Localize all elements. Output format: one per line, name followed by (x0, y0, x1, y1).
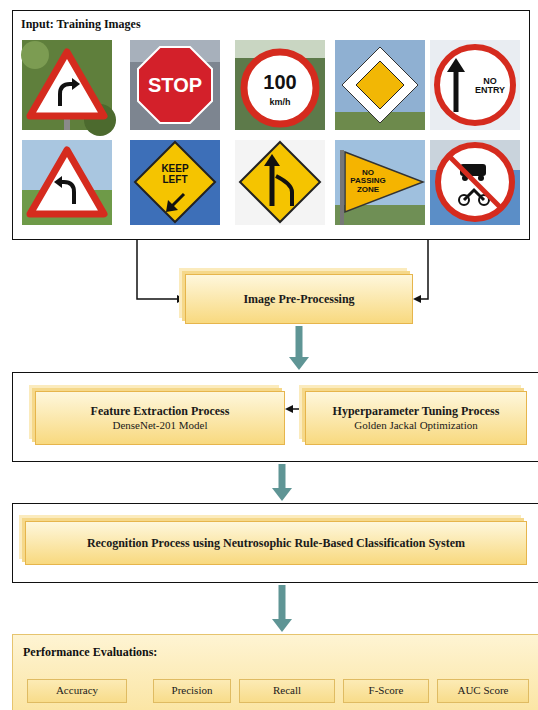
photo-sky (130, 140, 220, 225)
priority-diamond (342, 47, 418, 123)
connector (272, 464, 292, 501)
box-title: Accuracy (56, 684, 98, 698)
arrow-head (413, 295, 421, 303)
input-frame: Input: Training Images (12, 10, 530, 240)
connector (413, 240, 428, 303)
speed-sign (244, 52, 316, 124)
box-title: AUC Score (457, 684, 508, 698)
section-heading: Input: Training Images (21, 17, 141, 31)
sign-text: km/h (260, 98, 300, 107)
arrow-head (177, 295, 185, 303)
photo-sky (22, 140, 112, 225)
metric-box: F-Score (343, 679, 429, 703)
no-vehicles-ring (438, 145, 512, 219)
box-subtitle: DenseNet-201 Model (112, 419, 207, 433)
priority-diamond-core (356, 61, 404, 109)
connector-line (421, 240, 428, 299)
box-title: Recall (273, 684, 301, 698)
stage-frame: Recognition Process using Neutrosophic R… (12, 503, 538, 583)
merge-lane (270, 164, 275, 206)
arrow-head (289, 357, 309, 370)
warning-triangle (30, 52, 104, 116)
box-subtitle: Golden Jackal Optimization (354, 419, 477, 433)
photo-sky (430, 140, 520, 225)
photo-sky (335, 140, 425, 225)
warning-triangle (30, 150, 104, 214)
merge-lane (276, 176, 292, 206)
arrow-head (272, 488, 292, 501)
stop-octagon (138, 47, 212, 123)
sign-text: 100 (250, 72, 310, 93)
sign-text: NO ENTRY (473, 77, 507, 96)
metric-box: Accuracy (27, 679, 127, 703)
no-entry-ring (437, 47, 513, 123)
arrow-head (272, 619, 292, 632)
box-title: Precision (172, 684, 213, 698)
sign-text: STOP (140, 75, 210, 96)
sign-text: NO PASSING ZONE (345, 169, 391, 194)
car-wheel (478, 175, 484, 181)
keep-left-diamond (135, 142, 215, 222)
evaluation-band: Performance Evaluations: Accuracy Precisio… (12, 634, 538, 710)
connector-line (296, 326, 303, 357)
connector-line (279, 585, 286, 619)
arrow-head (285, 405, 293, 413)
box-title: Hyperparameter Tuning Process (333, 404, 500, 419)
metric-box: Precision (153, 679, 231, 703)
photo-ground (235, 140, 325, 225)
photo-ground (22, 40, 112, 130)
connector-line (293, 408, 305, 410)
sign-text: KEEP LEFT (155, 164, 195, 185)
curve-arrow-head (54, 176, 62, 188)
connector-line (279, 464, 286, 488)
connector (285, 405, 305, 413)
connector-line (137, 240, 177, 299)
photo-sky (335, 40, 425, 130)
connector (137, 240, 185, 303)
merge-lane-head (264, 154, 280, 166)
curve-arrow-head (72, 78, 80, 90)
box-title: Image Pre-Processing (243, 292, 354, 307)
process-box: Image Pre-Processing (185, 274, 413, 324)
photo-ground (130, 40, 220, 130)
curve-arrow (60, 84, 72, 106)
box-title: F-Score (369, 684, 404, 698)
process-box: Feature Extraction ProcessDenseNet-201 M… (35, 391, 285, 445)
photo-ground (430, 40, 520, 130)
photo-ground (235, 40, 325, 130)
keep-left-arrow (172, 194, 184, 206)
box-title: Feature Extraction Process (91, 404, 230, 419)
section-heading: Performance Evaluations: (23, 645, 157, 659)
process-box: Hyperparameter Tuning ProcessGolden Jack… (305, 391, 527, 445)
no-passing-pennant (345, 152, 423, 212)
process-box: Recognition Process using Neutrosophic R… (25, 521, 527, 565)
connector (289, 326, 309, 370)
stage-frame: Feature Extraction ProcessDenseNet-201 M… (12, 372, 538, 462)
metric-box: AUC Score (437, 679, 529, 703)
metric-box: Recall (239, 679, 335, 703)
box-title: Recognition Process using Neutrosophic R… (87, 536, 465, 551)
sign-pole (340, 150, 344, 225)
keep-left-arrow-head (166, 200, 178, 212)
prohibition-slash (449, 156, 501, 208)
foliage (21, 41, 49, 69)
connector (272, 585, 292, 632)
curve-arrow (62, 182, 74, 204)
up-arrow (454, 70, 459, 112)
merge-diamond (240, 142, 320, 222)
up-arrow-head (447, 58, 465, 72)
